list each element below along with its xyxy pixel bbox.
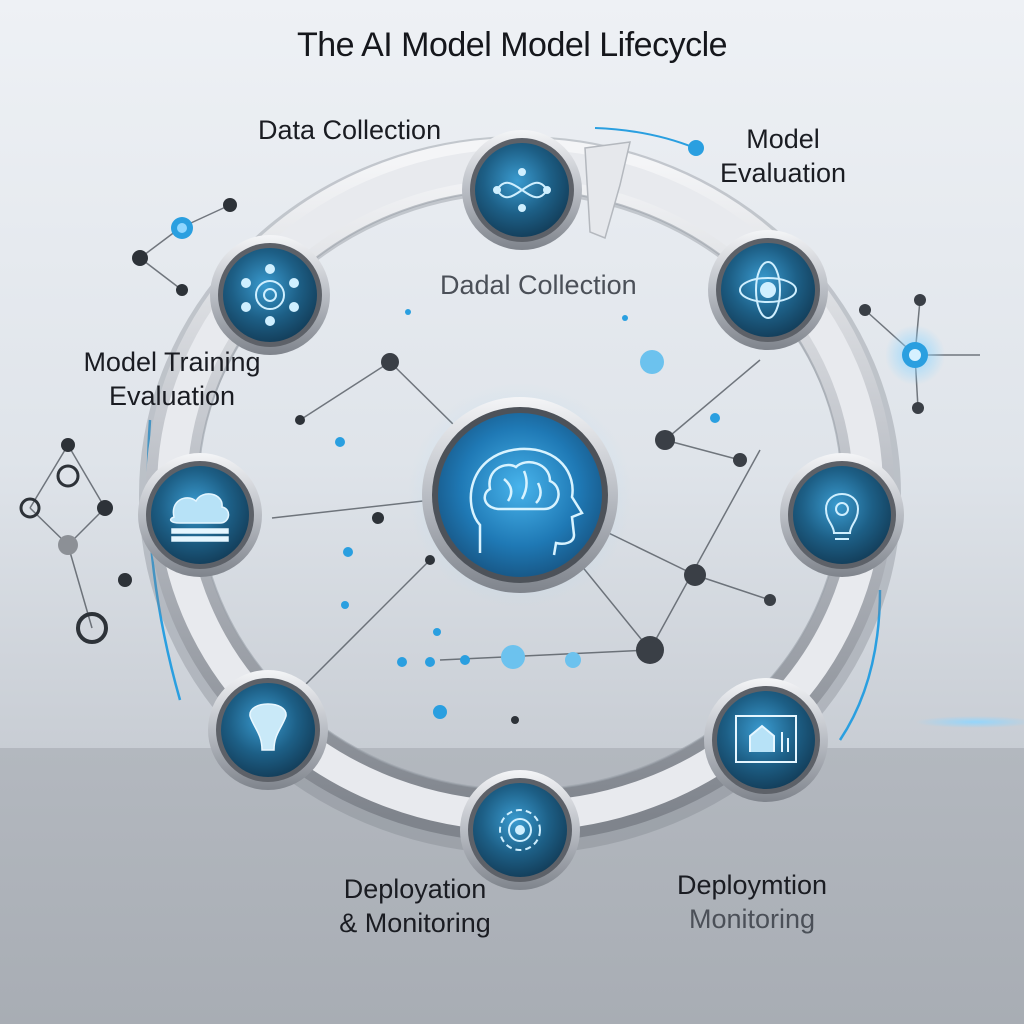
node-lower-right <box>704 678 828 802</box>
network-hub-icon <box>241 264 299 326</box>
label-deploy-left-line1: Deployation <box>343 874 487 904</box>
label-data-collection: Data Collection <box>258 115 442 145</box>
node-center <box>408 383 632 607</box>
brain-head-icon <box>469 447 584 556</box>
node-left <box>138 453 262 577</box>
node-upper-right <box>708 230 828 350</box>
label-model-training: Model Training Evaluation <box>62 345 282 413</box>
label-deploy-left: Deployation & Monitoring <box>300 872 530 940</box>
cloud-data-icon <box>169 493 230 542</box>
dashboard-icon <box>735 715 797 763</box>
node-lower-left <box>208 670 328 790</box>
node-upper-left <box>210 235 330 355</box>
network-dots <box>19 140 945 724</box>
node-bottom <box>460 770 580 890</box>
flask-icon <box>249 703 287 751</box>
gear-target-icon <box>499 809 541 851</box>
lightbulb-icon <box>824 493 860 540</box>
label-deploy-right: Deploymtion Monitoring <box>652 868 852 936</box>
label-model-evaluation-line1: Model <box>746 124 820 154</box>
label-model-training-line1: Model Training <box>83 347 261 377</box>
page-title: The AI Model Model Lifecycle <box>296 26 728 64</box>
label-model-training-line2: Evaluation <box>108 381 236 411</box>
label-deploy-left-line2: & Monitoring <box>339 908 491 938</box>
node-right <box>780 453 904 577</box>
molecule-icon <box>493 168 551 212</box>
label-deploy-right-line1: Deploymtion <box>676 870 828 900</box>
arc-right <box>838 589 882 741</box>
arc-top-right <box>594 127 696 149</box>
label-inner-collection: Dadal Collection <box>440 270 637 300</box>
label-deploy-right-line2: Monitoring <box>688 904 816 934</box>
label-model-evaluation-line2: Evaluation <box>719 158 847 188</box>
light-flare <box>915 716 1024 728</box>
atom-eye-icon <box>739 261 797 319</box>
node-top <box>462 130 582 250</box>
label-model-evaluation: Model Evaluation <box>708 122 858 190</box>
